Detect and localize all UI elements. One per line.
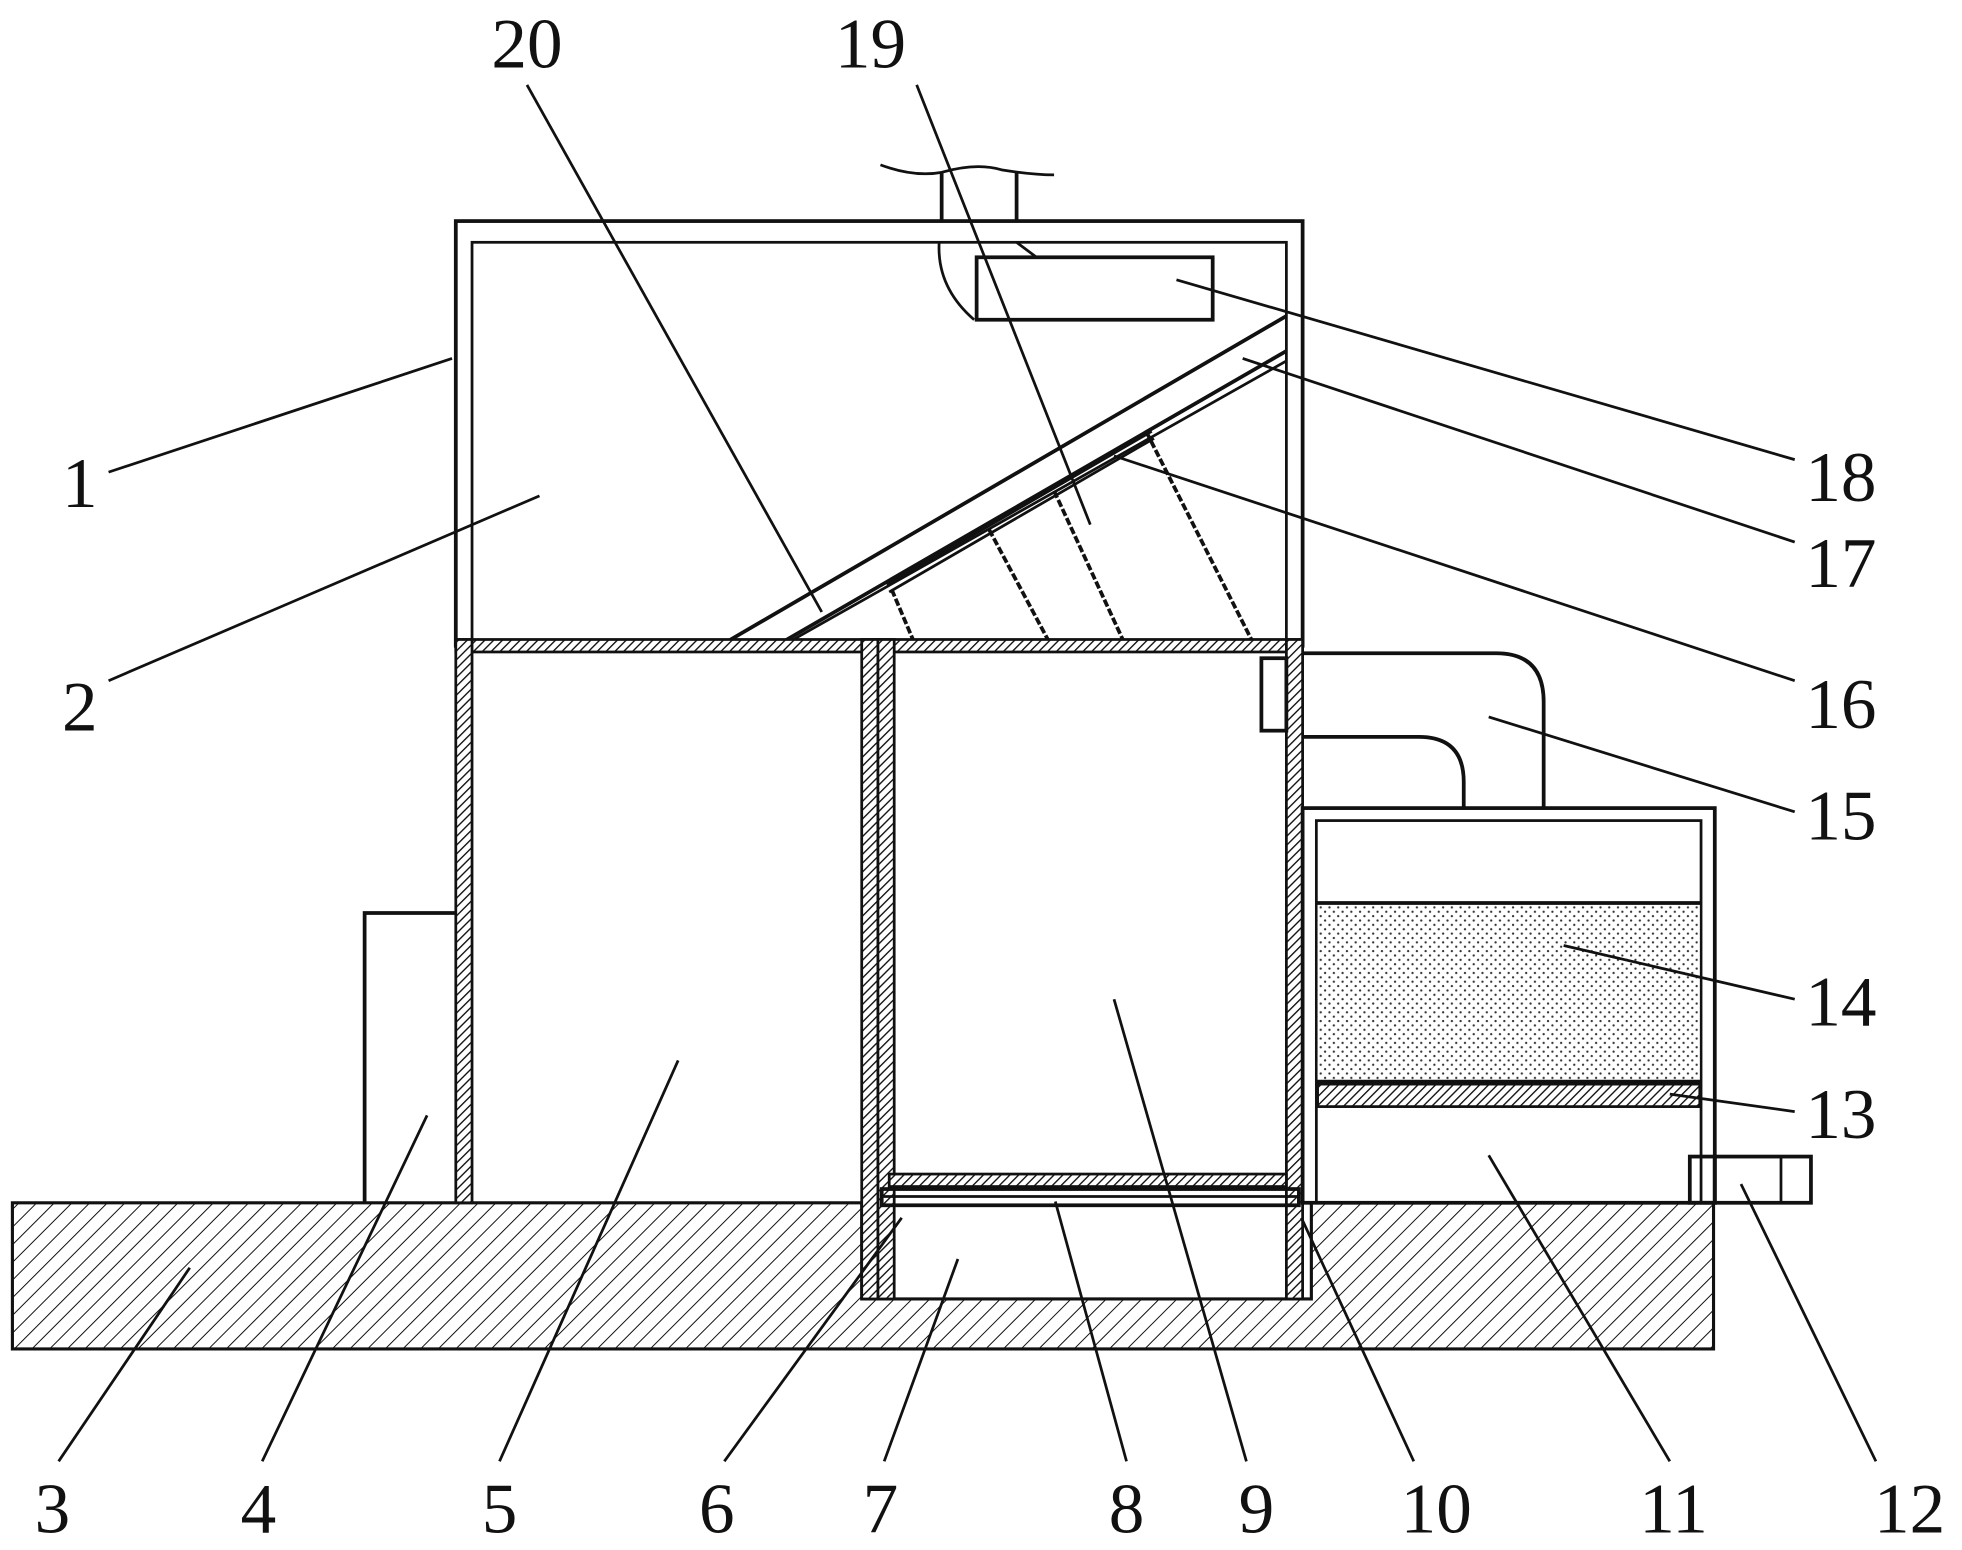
label-14: 14 bbox=[1805, 963, 1876, 1041]
leader-9 bbox=[1112, 998, 1248, 1462]
wall-sensor bbox=[1259, 656, 1289, 733]
fan-unit bbox=[937, 241, 1215, 322]
leader-17 bbox=[1242, 357, 1796, 544]
label-2: 2 bbox=[62, 669, 98, 747]
label-1: 1 bbox=[62, 445, 98, 523]
leader-11 bbox=[1487, 1154, 1672, 1463]
leader-8 bbox=[1053, 1201, 1128, 1462]
leader-6 bbox=[723, 1216, 903, 1463]
spring-assembly bbox=[885, 429, 1254, 641]
exhaust-pipe bbox=[879, 163, 1055, 222]
leader-13 bbox=[1669, 1092, 1795, 1113]
label-4: 4 bbox=[241, 1471, 277, 1549]
control-box bbox=[362, 911, 456, 1203]
leader-16 bbox=[1113, 454, 1796, 683]
drain-valve bbox=[1687, 1154, 1813, 1205]
label-10: 10 bbox=[1401, 1471, 1472, 1549]
leader-15 bbox=[1488, 715, 1796, 814]
leader-14 bbox=[1563, 944, 1796, 1001]
label-16: 16 bbox=[1805, 666, 1876, 744]
label-17: 17 bbox=[1805, 525, 1876, 603]
inclined-partition bbox=[723, 314, 1288, 645]
leader-19 bbox=[915, 84, 1092, 526]
upper-housing bbox=[453, 219, 1305, 648]
purification-tank bbox=[1300, 806, 1717, 1205]
label-12: 12 bbox=[1874, 1471, 1945, 1549]
label-13: 13 bbox=[1805, 1076, 1876, 1154]
label-19: 19 bbox=[835, 5, 906, 83]
leader-5 bbox=[498, 1059, 680, 1462]
leader-2 bbox=[108, 494, 541, 682]
label-8: 8 bbox=[1109, 1471, 1145, 1549]
leader-1 bbox=[108, 357, 453, 474]
label-11: 11 bbox=[1639, 1471, 1708, 1549]
part-labels: 1 2 3 4 5 6 7 8 9 10 11 12 13 14 15 16 1… bbox=[35, 5, 1946, 1548]
leader-20 bbox=[525, 84, 823, 613]
label-18: 18 bbox=[1805, 439, 1876, 517]
right-chamber-walls bbox=[876, 638, 1304, 1301]
label-3: 3 bbox=[35, 1471, 71, 1549]
label-6: 6 bbox=[699, 1471, 735, 1549]
leader-10 bbox=[1300, 1217, 1416, 1462]
connecting-duct bbox=[1302, 651, 1546, 809]
filter-plate bbox=[879, 1172, 1301, 1208]
left-chamber-walls bbox=[454, 638, 880, 1301]
label-5: 5 bbox=[482, 1471, 518, 1549]
leader-3 bbox=[57, 1266, 191, 1463]
label-7: 7 bbox=[863, 1471, 899, 1549]
label-20: 20 bbox=[491, 5, 562, 83]
leader-12 bbox=[1739, 1183, 1878, 1462]
leader-4 bbox=[260, 1114, 429, 1462]
label-15: 15 bbox=[1805, 777, 1876, 855]
leader-18 bbox=[1176, 278, 1796, 461]
label-9: 9 bbox=[1239, 1471, 1275, 1549]
leader-lines bbox=[57, 84, 1878, 1463]
leader-7 bbox=[882, 1258, 960, 1462]
